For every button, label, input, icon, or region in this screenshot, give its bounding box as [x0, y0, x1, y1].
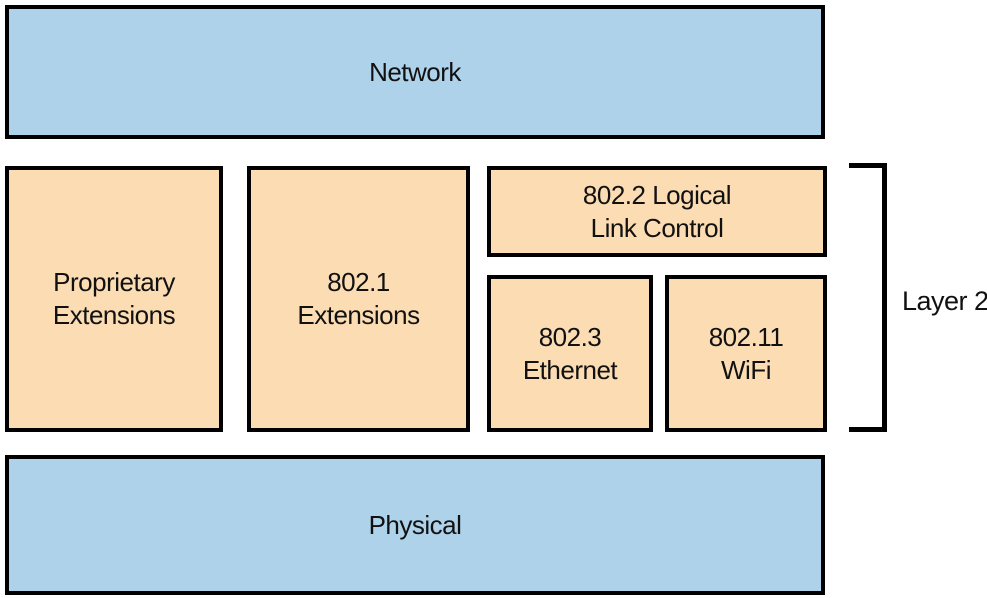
802-1-extensions-box: 802.1 Extensions — [247, 166, 470, 432]
802-1-extensions-label: 802.1 Extensions — [297, 267, 420, 330]
802-11-wifi-label: 802.11 WiFi — [708, 321, 784, 385]
proprietary-extensions-box: Proprietary Extensions — [5, 166, 223, 432]
802-2-logical-link-control-box: 802.2 Logical Link Control — [487, 166, 827, 257]
layer2-bracket — [849, 163, 887, 432]
network-layer-label: Network — [369, 56, 461, 87]
network-layer-box: Network — [5, 5, 825, 139]
802-2-logical-link-control-label: 802.2 Logical Link Control — [582, 179, 732, 243]
802-3-ethernet-box: 802.3 Ethernet — [487, 275, 653, 432]
802-11-wifi-box: 802.11 WiFi — [665, 275, 827, 432]
physical-layer-label: Physical — [368, 509, 462, 540]
802-3-ethernet-label: 802.3 Ethernet — [522, 321, 618, 385]
layer2-bracket-label: Layer 2 — [902, 286, 987, 316]
physical-layer-box: Physical — [5, 455, 825, 595]
proprietary-extensions-label: Proprietary Extensions — [52, 267, 176, 330]
